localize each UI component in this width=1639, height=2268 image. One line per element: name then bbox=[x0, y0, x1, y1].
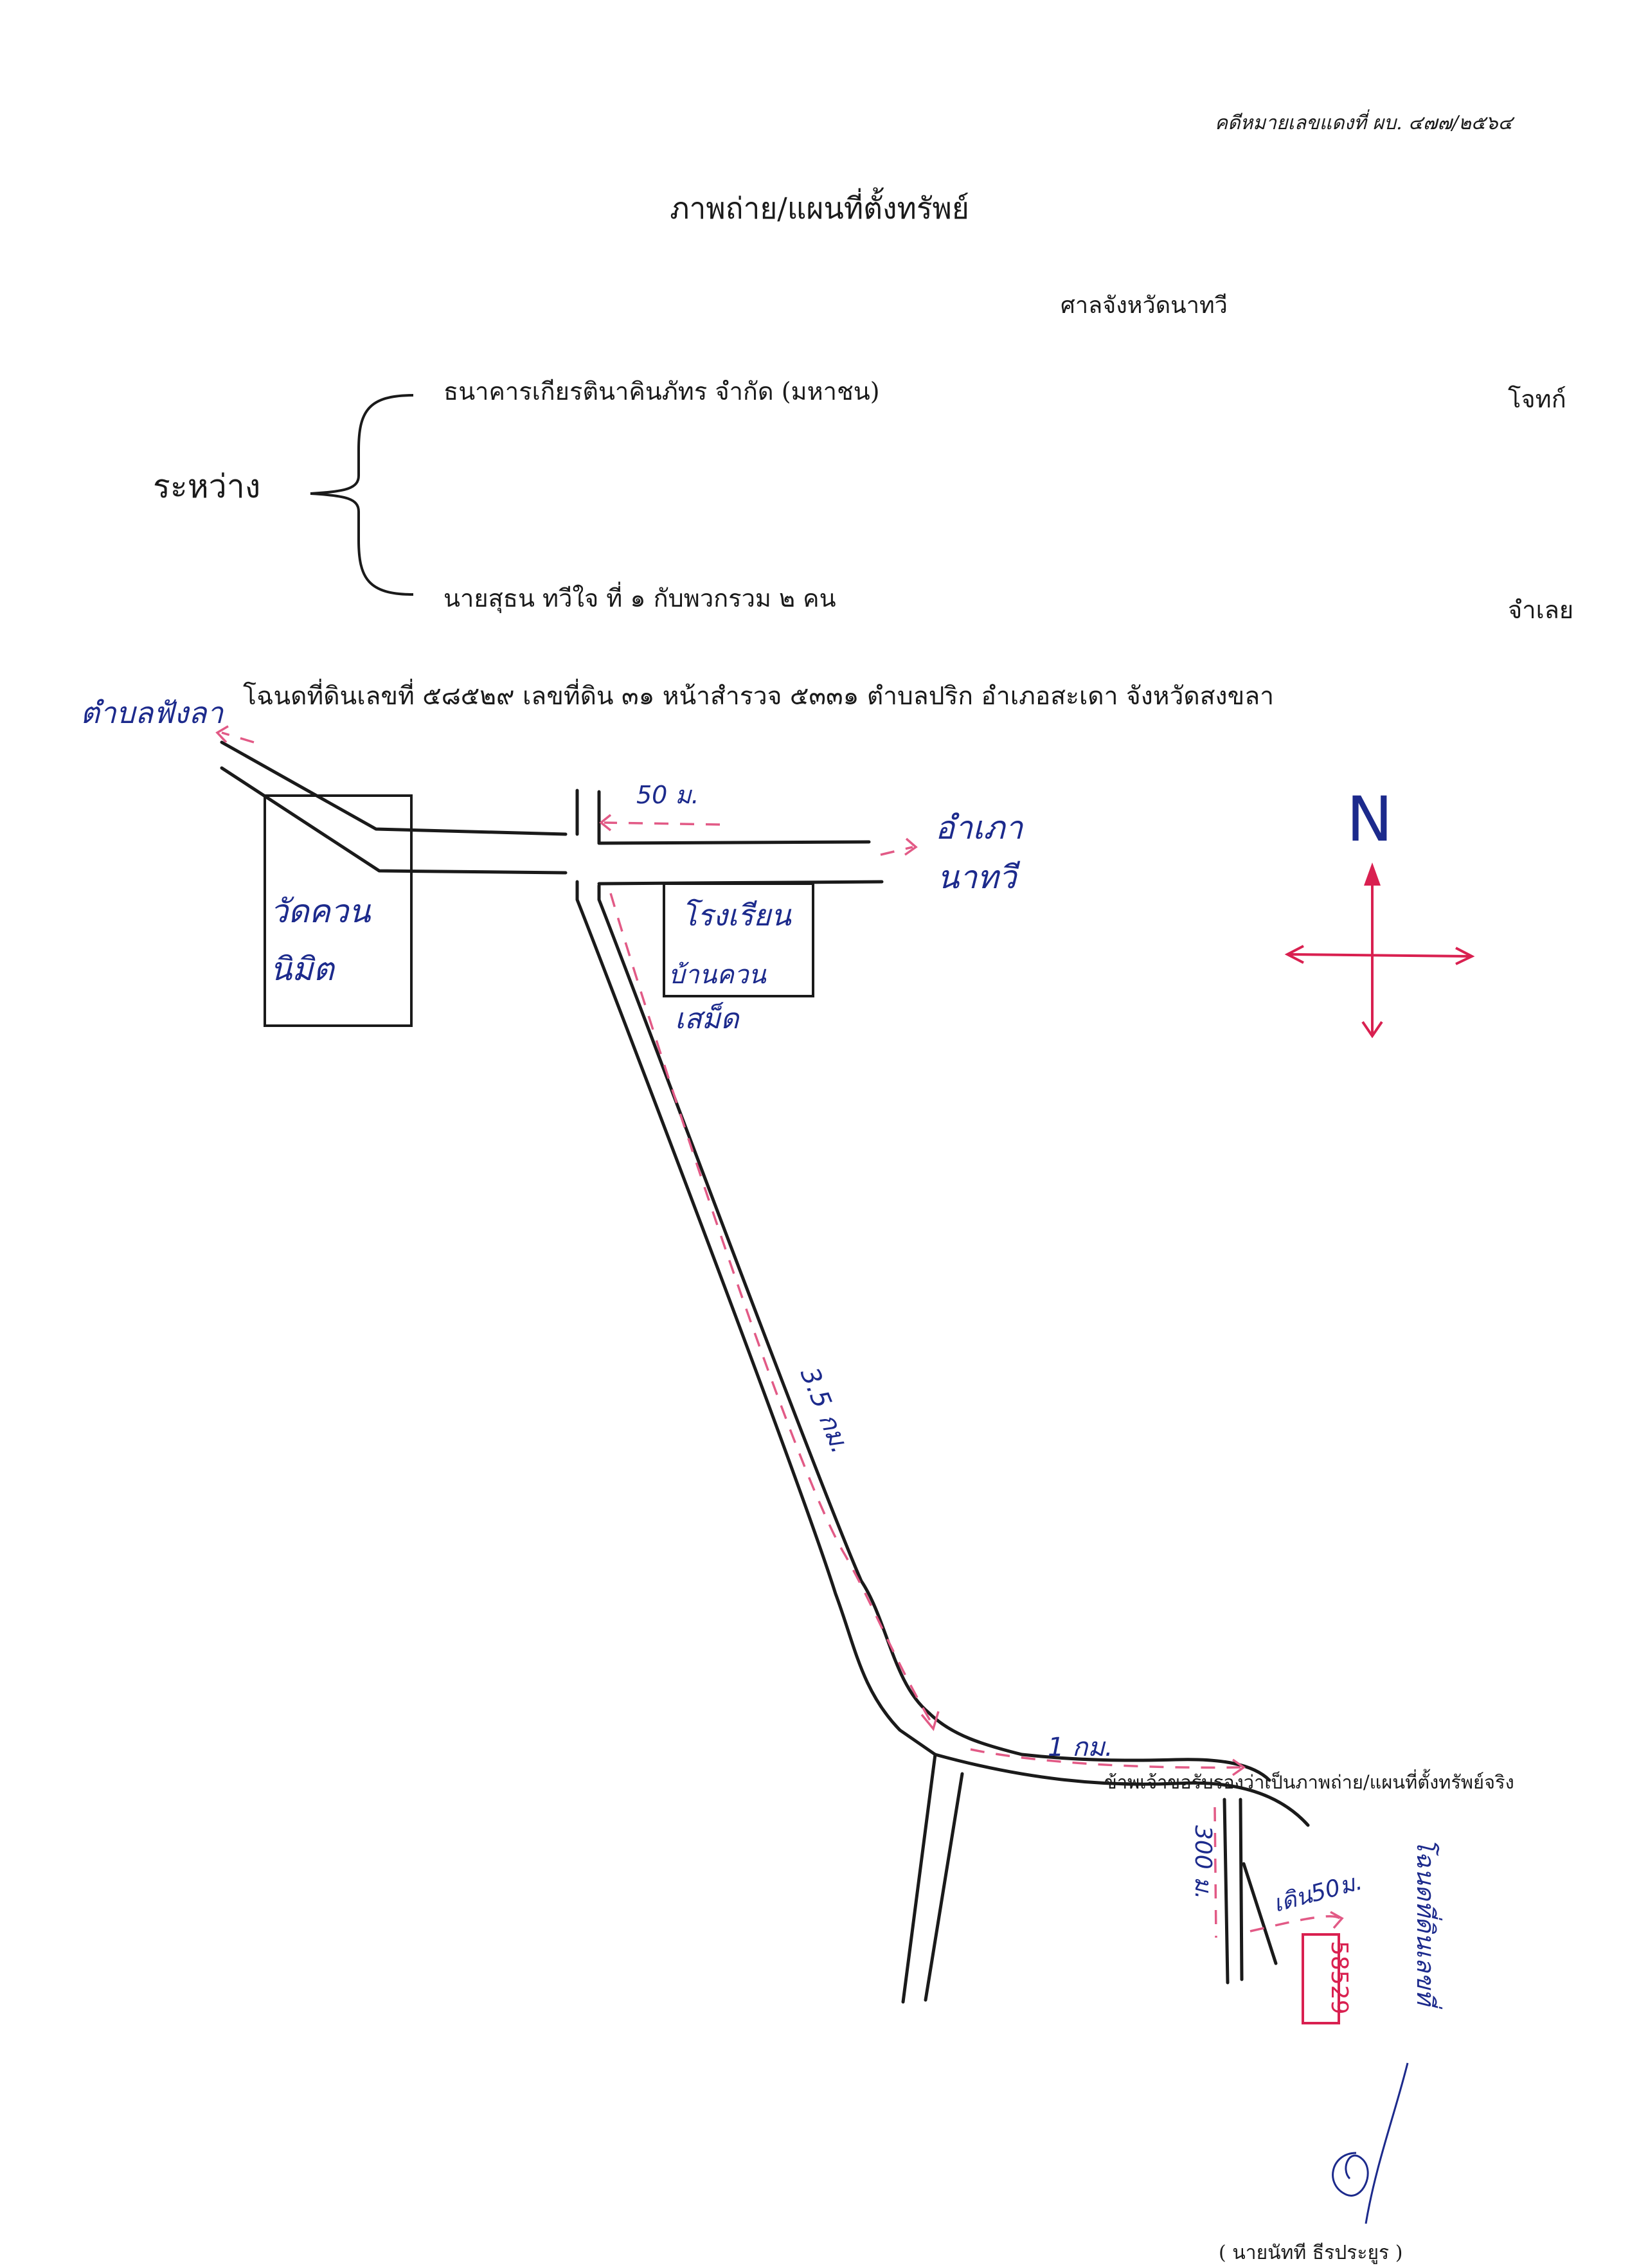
deed-description: โฉนดที่ดินเลขที่ ๕๘๕๒๙ เลขที่ดิน ๓๑ หน้า… bbox=[243, 682, 1275, 711]
road-upper-left-edge-b bbox=[220, 766, 568, 875]
plaintiff-name: ธนาคารเกียรตินาคินภัทร จำกัด (มหาชน) bbox=[443, 377, 880, 406]
to-right-label-2: นาทวี bbox=[937, 859, 1021, 896]
case-number: คดีหมายเลขแดงที่ ผบ. ๔๗๗/๒๕๖๔ bbox=[1215, 112, 1513, 134]
route-walk-head bbox=[1330, 1911, 1344, 1929]
road-southwest-edge-a bbox=[901, 1753, 937, 2004]
document-title: ภาพถ่าย/แผนที่ตั้งทรัพย์ bbox=[670, 191, 969, 226]
to-left-label: ตำบลฟังลา bbox=[80, 695, 224, 730]
route-300m bbox=[1214, 1807, 1217, 1938]
road-south-edge-b bbox=[597, 884, 1024, 1756]
road-south-edge-a bbox=[575, 880, 937, 1756]
school-box bbox=[663, 882, 814, 997]
road-lane-edge-a bbox=[1223, 1798, 1230, 1985]
north-label: N bbox=[1347, 783, 1393, 855]
route-50m-top bbox=[604, 821, 721, 826]
road-east-edge-a bbox=[597, 840, 871, 845]
deed-marker-box bbox=[1302, 1933, 1340, 2024]
route-1km-head bbox=[1231, 1758, 1246, 1776]
route-1km bbox=[970, 1748, 1241, 1769]
route-south bbox=[609, 893, 933, 1724]
school-label-1: โรงเรียน bbox=[681, 898, 792, 933]
road-southwest-edge-b bbox=[924, 1772, 964, 2002]
dist-50m-top: 50 ม. bbox=[636, 781, 699, 809]
road-bend-east-edge-a bbox=[933, 1753, 1310, 1827]
temple-box bbox=[264, 794, 413, 1027]
route-to-left-head bbox=[215, 725, 229, 744]
defendant-name: นายสุธน ทวีใจ ที่ ๑ กับพวกรวม ๒ คน bbox=[443, 584, 836, 612]
route-to-right bbox=[880, 846, 913, 856]
school-label-2: บ้านควน bbox=[668, 960, 767, 990]
compass-icon bbox=[1284, 862, 1475, 1039]
certification-text: ข้าพเจ้าขอรับรองว่าเป็นภาพถ่าย/แผนที่ตั้… bbox=[1104, 1771, 1514, 1793]
route-walk bbox=[1249, 1915, 1341, 1933]
curly-brace bbox=[310, 394, 414, 596]
dist-walk-50m: เดิน50ม. bbox=[1271, 1869, 1365, 1918]
deed-marker-number: 58529 bbox=[1326, 1941, 1352, 2015]
dist-300m: 300 ม. bbox=[1190, 1825, 1216, 1899]
dist-1km: 1 กม. bbox=[1048, 1733, 1113, 1762]
route-south-head bbox=[920, 1711, 940, 1731]
location-map: N ตำบลฟังลา อำเภา นาทวี วัดควน นิมิต โรง… bbox=[80, 695, 1475, 2024]
between-label: ระหว่าง bbox=[153, 468, 261, 505]
route-to-left bbox=[221, 731, 255, 744]
route-50m-top-head bbox=[599, 814, 612, 832]
road-lane-edge-b bbox=[1239, 1798, 1244, 1981]
road-upper-left-edge-a bbox=[220, 740, 568, 836]
plaintiff-role: โจทก์ bbox=[1508, 385, 1566, 413]
dist-3-5km: 3.5 กม. bbox=[794, 1364, 855, 1458]
to-right-label-1: อำเภา bbox=[935, 809, 1024, 846]
defendant-role: จำเลย bbox=[1508, 596, 1574, 624]
court-name: ศาลจังหวัดนาทวี bbox=[1061, 292, 1228, 319]
signer-name: ( นายนัทที ธีรประยูร ) bbox=[1219, 2242, 1403, 2264]
deed-marker-label: โฉนดที่ดินเลขที่ bbox=[1411, 1838, 1443, 2010]
road-bend-east-edge-b bbox=[1020, 1753, 1271, 1782]
signature bbox=[1332, 2062, 1409, 2224]
temple-label-1: วัดควน bbox=[270, 893, 372, 930]
school-label-3: เสม็ด bbox=[675, 1002, 740, 1035]
road-lane-edge-c bbox=[1242, 1862, 1278, 1965]
temple-label-2: นิมิต bbox=[270, 951, 336, 988]
route-to-right-head bbox=[904, 837, 918, 856]
